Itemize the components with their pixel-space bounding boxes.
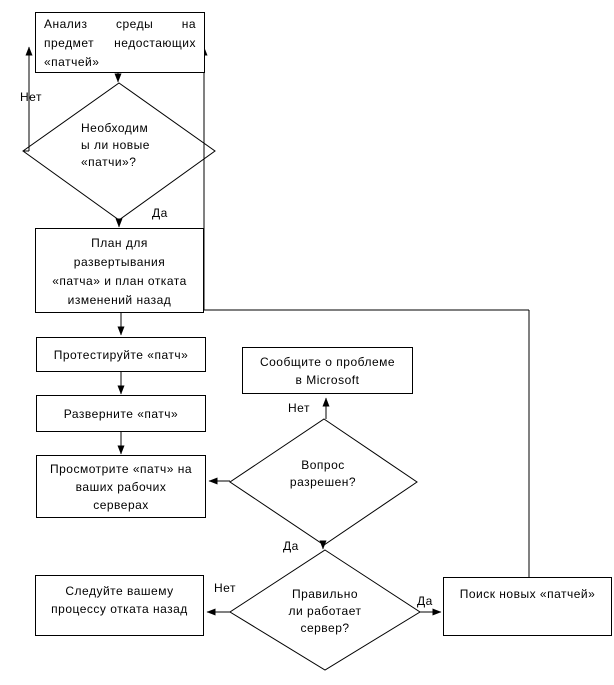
node-text-line: ы ли новые bbox=[81, 138, 150, 152]
edge-label-resolved-no: Нет bbox=[288, 401, 310, 415]
edge-label-need-yes: Да bbox=[152, 206, 168, 220]
edge-label-server-yes: Да bbox=[417, 594, 433, 608]
node-text-line: развертывания bbox=[73, 255, 166, 269]
node-report-to-microsoft: Сообщите о проблеме в Microsoft bbox=[242, 347, 413, 394]
node-search-new-patches: Поиск новых «патчей» bbox=[443, 577, 612, 636]
node-text-line: Разверните «патч» bbox=[63, 407, 179, 421]
node-text-line: «патча» и план отката bbox=[52, 274, 187, 288]
decision-issue-resolved-text: Вопрос разрешен? bbox=[263, 457, 383, 491]
edge-label-resolved-yes: Да bbox=[283, 539, 299, 553]
decision-server-working bbox=[229, 549, 421, 671]
edge-label-need-no: Нет bbox=[20, 90, 42, 104]
node-text-line: Правильно bbox=[291, 587, 359, 601]
node-text-line: Вопрос bbox=[301, 458, 345, 472]
node-text-line: Необходим bbox=[81, 121, 149, 135]
node-analyze-environment: Анализ среды на предмет недостающих «пат… bbox=[35, 12, 205, 73]
node-text-line: Сообщите о проблеме bbox=[259, 355, 396, 369]
edge-label-server-no: Нет bbox=[214, 581, 236, 595]
node-text-line: серверах bbox=[93, 498, 149, 512]
node-plan-deployment: План для развертывания «патча» и план от… bbox=[35, 228, 204, 313]
node-text-line: ваших рабочих bbox=[75, 480, 167, 494]
node-text-line: «патчей» bbox=[44, 55, 100, 69]
decision-server-working-text: Правильно ли работает сервер? bbox=[265, 586, 385, 637]
decision-need-patches-text: Необходим ы ли новые «патчи»? bbox=[81, 120, 171, 171]
node-text-line: Анализ среды на bbox=[44, 17, 196, 31]
node-follow-rollback-process: Следуйте вашему процессу отката назад bbox=[35, 575, 204, 636]
node-text-line: «патчи»? bbox=[81, 155, 137, 169]
node-review-patch-servers: Просмотрите «патч» на ваших рабочих серв… bbox=[36, 455, 206, 518]
node-text-line: Протестируйте «патч» bbox=[53, 348, 189, 362]
node-text-line: Следуйте вашему bbox=[65, 584, 174, 598]
node-deploy-patch: Разверните «патч» bbox=[36, 395, 206, 432]
node-text-line: План для bbox=[91, 236, 148, 250]
node-text-line: разрешен? bbox=[289, 475, 357, 489]
node-test-patch: Протестируйте «патч» bbox=[36, 337, 206, 372]
node-text-line: ли работает bbox=[288, 604, 362, 618]
node-text-line: процессу отката назад bbox=[51, 602, 188, 616]
node-text-line: Просмотрите «патч» на bbox=[49, 462, 192, 476]
node-text-line: в Microsoft bbox=[295, 373, 360, 387]
node-text-line: Поиск новых «патчей» bbox=[459, 587, 596, 601]
node-text-line: предмет недостающих bbox=[44, 36, 196, 50]
node-text-line: изменений назад bbox=[67, 293, 172, 307]
node-text-line: сервер? bbox=[300, 621, 350, 635]
